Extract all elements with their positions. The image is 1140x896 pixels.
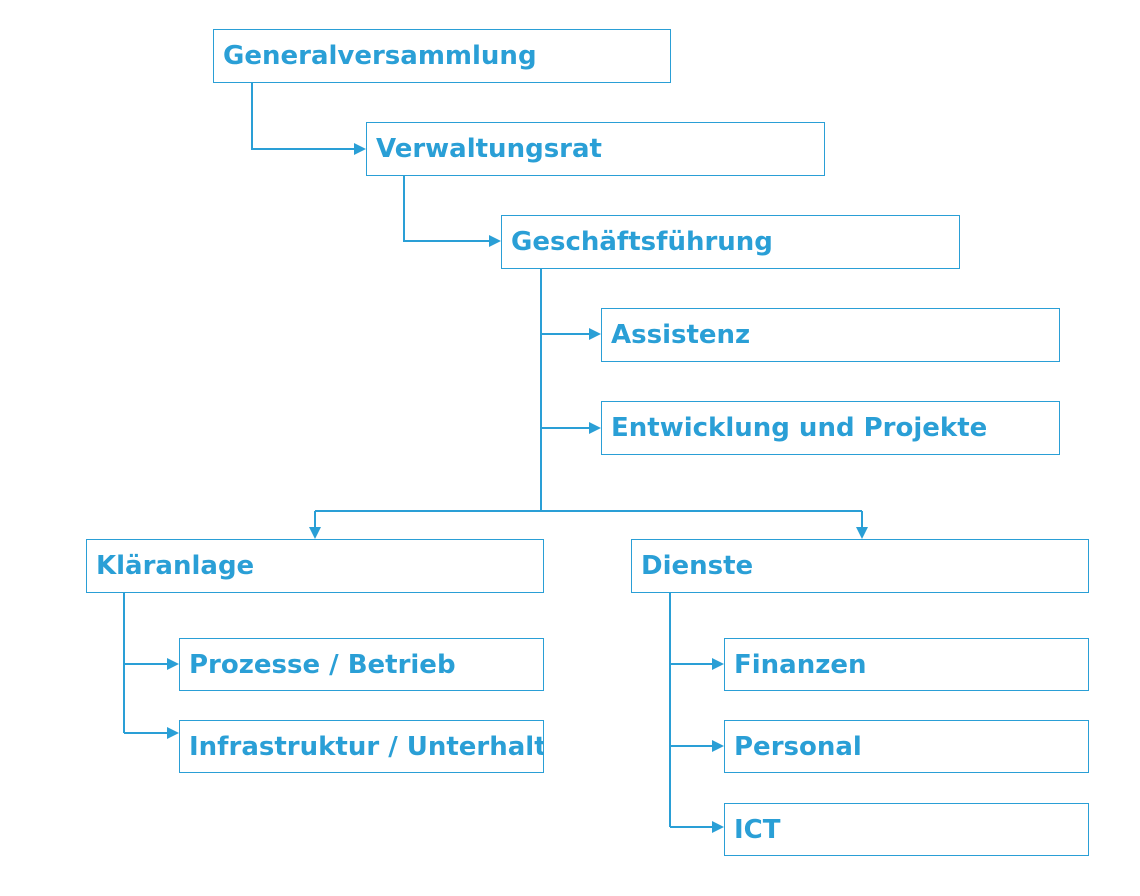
node-entwicklung-projekte: Entwicklung und Projekte <box>601 401 1060 455</box>
node-verwaltungsrat: Verwaltungsrat <box>366 122 825 176</box>
node-generalversammlung: Generalversammlung <box>213 29 671 83</box>
arrowhead-to-di <box>856 527 868 539</box>
arrowhead-to-kl <box>309 527 321 539</box>
node-personal: Personal <box>724 720 1089 773</box>
node-dienste: Dienste <box>631 539 1089 593</box>
node-assistenz: Assistenz <box>601 308 1060 362</box>
arrowhead-vr-gf <box>489 235 501 247</box>
arrowhead-kl-pb <box>167 658 179 670</box>
arrowhead-di-pe <box>712 740 724 752</box>
node-ict: ICT <box>724 803 1089 856</box>
node-infrastruktur-unterhalt: Infrastruktur / Unterhalt <box>179 720 544 773</box>
connector-gv-vr <box>251 83 356 150</box>
arrowhead-gf-as <box>589 328 601 340</box>
arrowhead-gv-vr <box>354 143 366 155</box>
arrowhead-di-ict <box>712 821 724 833</box>
arrowhead-di-fi <box>712 658 724 670</box>
node-prozesse-betrieb: Prozesse / Betrieb <box>179 638 544 691</box>
node-geschaeftsfuehrung: Geschäftsführung <box>501 215 960 269</box>
arrowhead-kl-iu <box>167 727 179 739</box>
node-klaeranlage: Kläranlage <box>86 539 544 593</box>
connector-vr-gf <box>403 176 491 242</box>
node-finanzen: Finanzen <box>724 638 1089 691</box>
arrowhead-gf-ep <box>589 422 601 434</box>
